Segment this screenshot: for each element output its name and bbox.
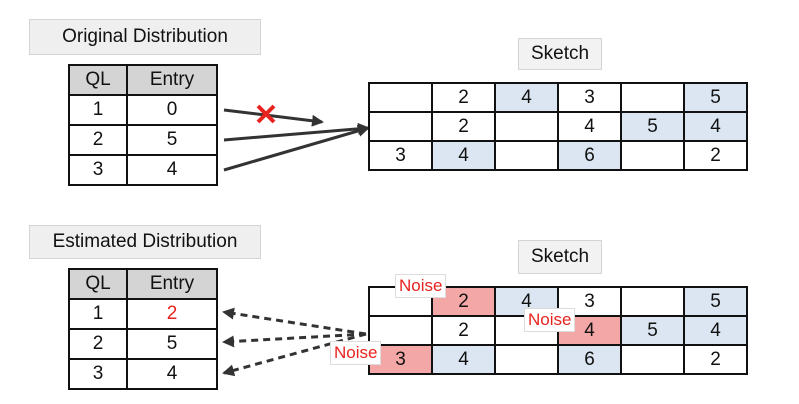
column-header-entry: Entry xyxy=(126,64,218,96)
table-row: 1 0 xyxy=(68,94,218,126)
sketch-row: 2 4 3 5 xyxy=(368,82,748,113)
entry-cell: 4 xyxy=(126,358,218,390)
table-header-row: QL Entry xyxy=(68,64,218,96)
sketch-cell: 3 xyxy=(557,82,622,113)
sketch-row: 3 4 6 2 xyxy=(368,140,748,171)
sketch-cell xyxy=(494,140,559,171)
sketch-cell: 4 xyxy=(683,111,748,142)
sketch-cell: 3 xyxy=(557,286,622,317)
sketch-cell xyxy=(368,315,433,346)
arrow-sketch-to-ql1 xyxy=(222,307,367,336)
sketch-cell xyxy=(494,344,559,375)
cross-icon xyxy=(256,104,276,124)
sketch-cell: 5 xyxy=(620,111,685,142)
sketch-cell: 3 xyxy=(368,140,433,171)
sketch-cell xyxy=(620,344,685,375)
sketch-cell xyxy=(368,111,433,142)
ql-cell: 3 xyxy=(68,154,128,186)
column-header-ql: QL xyxy=(68,268,128,300)
ql-cell: 1 xyxy=(68,298,128,330)
sketch-cell: 2 xyxy=(431,111,496,142)
sketch-cell: 2 xyxy=(431,82,496,113)
sketch-cell: 2 xyxy=(683,344,748,375)
table-row: 1 2 xyxy=(68,298,218,330)
estimated-distribution-table: QL Entry 1 2 2 5 3 4 xyxy=(68,268,218,390)
sketch-grid-top: 2 4 3 5 2 4 5 4 3 4 6 2 xyxy=(368,82,748,171)
original-distribution-title: Original Distribution xyxy=(29,19,261,55)
sketch-cell: 4 xyxy=(683,315,748,346)
original-distribution-table: QL Entry 1 0 2 5 3 4 xyxy=(68,64,218,186)
ql-cell: 2 xyxy=(68,124,128,156)
sketch-title-bottom: Sketch xyxy=(518,240,602,274)
sketch-cell xyxy=(620,286,685,317)
arrow-sketch-to-ql3 xyxy=(222,332,367,377)
sketch-cell: 5 xyxy=(683,286,748,317)
sketch-row: 2 4 5 4 xyxy=(368,111,748,142)
table-row: 2 5 xyxy=(68,124,218,156)
arrow-ql2-to-sketch xyxy=(223,122,370,142)
entry-cell-estimated: 2 xyxy=(126,298,218,330)
sketch-cell: 4 xyxy=(494,82,559,113)
sketch-cell: 5 xyxy=(683,82,748,113)
column-header-entry: Entry xyxy=(126,268,218,300)
sketch-cell xyxy=(620,140,685,171)
sketch-cell: 2 xyxy=(683,140,748,171)
ql-cell: 1 xyxy=(68,94,128,126)
entry-cell: 0 xyxy=(126,94,218,126)
arrow-ql1-to-sketch xyxy=(223,108,324,127)
sketch-title-top: Sketch xyxy=(518,38,602,70)
entry-cell: 4 xyxy=(126,154,218,186)
sketch-row: 3 4 6 2 xyxy=(368,344,748,375)
estimated-distribution-title: Estimated Distribution xyxy=(29,225,261,259)
sketch-cell xyxy=(494,111,559,142)
entry-cell: 5 xyxy=(126,328,218,360)
noise-label: Noise xyxy=(395,274,447,298)
table-header-row: QL Entry xyxy=(68,268,218,300)
sketch-cell: 4 xyxy=(557,111,622,142)
sketch-cell: 2 xyxy=(431,315,496,346)
sketch-row: 2 4 3 5 xyxy=(368,286,748,317)
sketch-cell: 5 xyxy=(620,315,685,346)
sketch-cell: 6 xyxy=(557,140,622,171)
noise-label: Noise xyxy=(524,308,576,332)
table-row: 2 5 xyxy=(68,328,218,360)
sketch-cell xyxy=(620,82,685,113)
ql-cell: 2 xyxy=(68,328,128,360)
sketch-cell xyxy=(368,82,433,113)
sketch-cell: 6 xyxy=(557,344,622,375)
column-header-ql: QL xyxy=(68,64,128,96)
sketch-cell: 4 xyxy=(431,140,496,171)
ql-cell: 3 xyxy=(68,358,128,390)
arrow-ql3-to-sketch xyxy=(223,125,370,172)
sketch-cell: 4 xyxy=(431,344,496,375)
table-row: 3 4 xyxy=(68,358,218,390)
entry-cell: 5 xyxy=(126,124,218,156)
noise-label: Noise xyxy=(330,341,382,365)
table-row: 3 4 xyxy=(68,154,218,186)
